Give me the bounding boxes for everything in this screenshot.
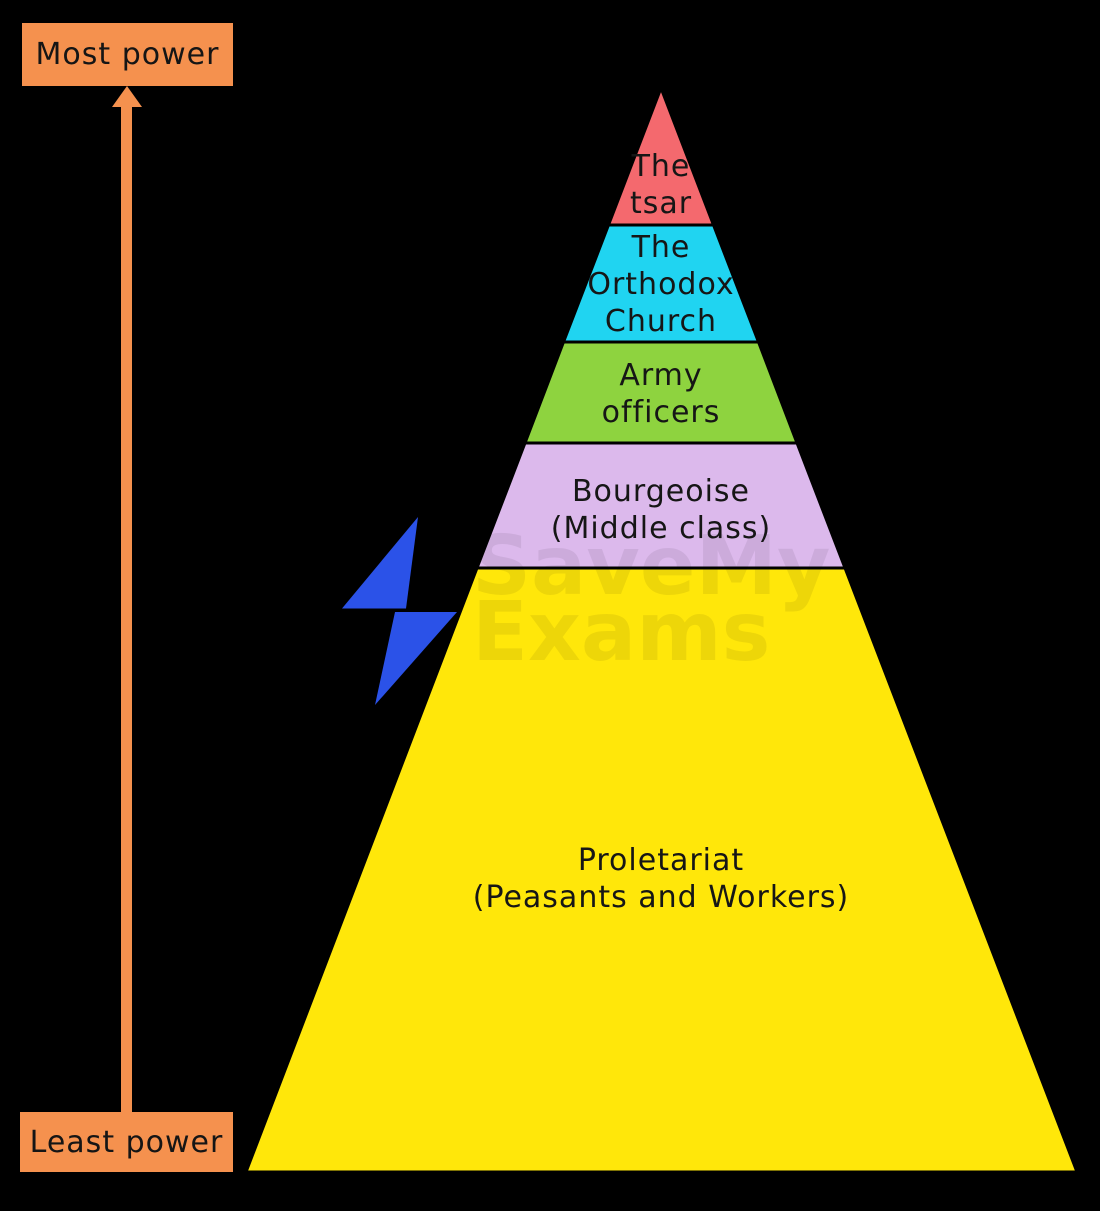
least-power-label-box: Least power: [20, 1112, 233, 1172]
pyramid-level-army-officers-shape: [522, 340, 800, 445]
lightning-bolt-upper-shape: [342, 517, 418, 609]
pyramid-level-orthodox-church-shape: [561, 223, 761, 344]
pyramid-level-bourgeoise-shape: [474, 441, 848, 570]
most-power-label: Most power: [35, 37, 220, 72]
pyramid-level-proletariat-shape: [243, 566, 1080, 1174]
lightning-bolt-icon: [342, 517, 457, 705]
pyramid-level-tsar-shape: [606, 83, 716, 227]
most-power-label-box: Most power: [22, 23, 233, 86]
lightning-bolt-lower-shape: [375, 612, 457, 705]
least-power-label: Least power: [29, 1124, 224, 1160]
